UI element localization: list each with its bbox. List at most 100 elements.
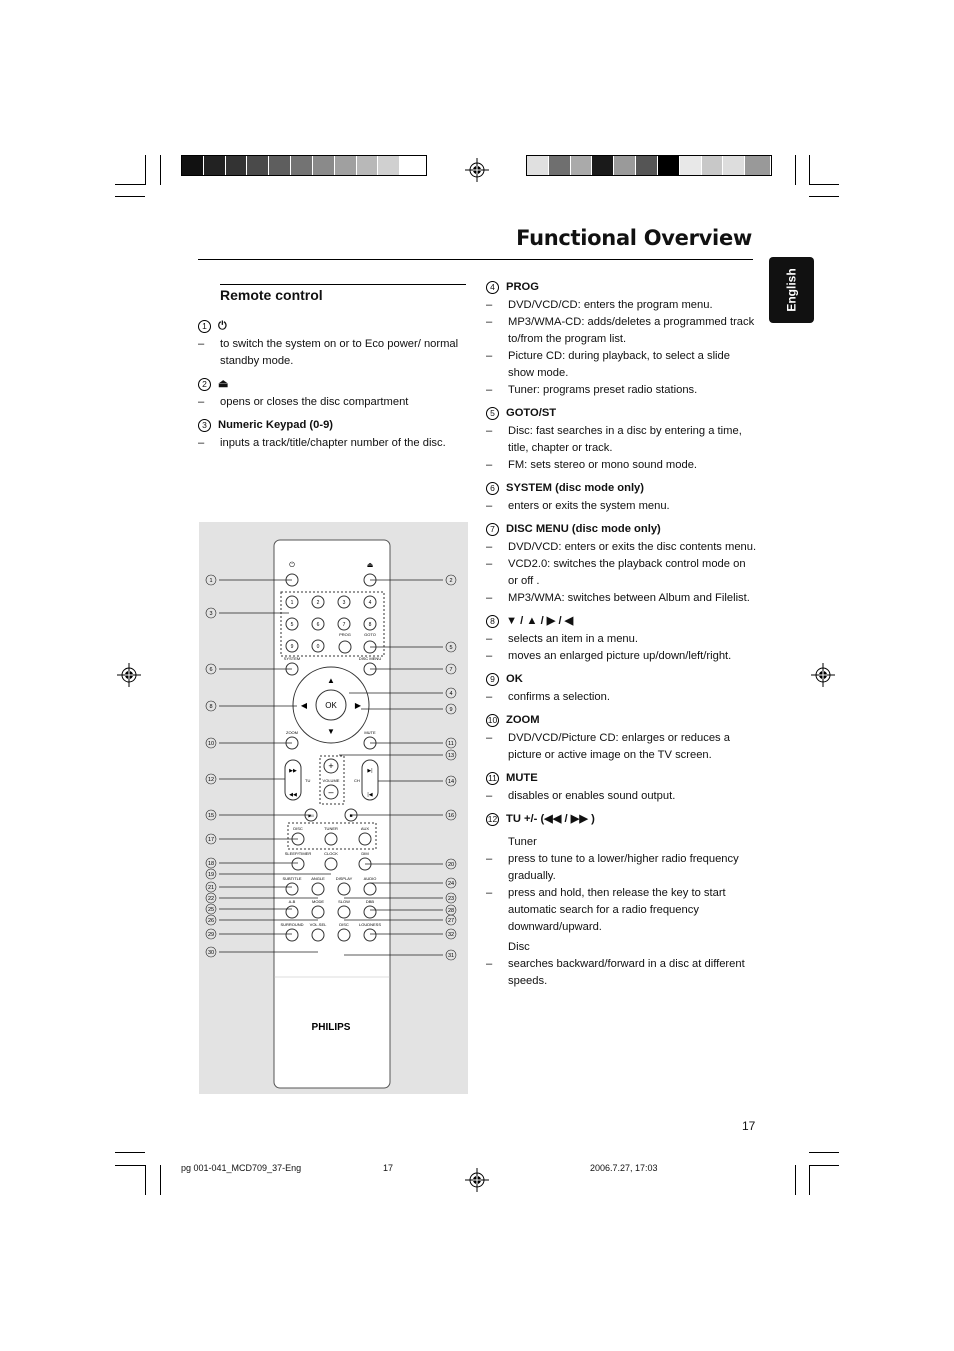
feature-description: –Tuner: programs preset radio stations.: [486, 384, 698, 396]
tuner-source-label: TUNER: [324, 826, 338, 831]
power-icon: ⏻: [289, 561, 295, 569]
callout-marker: [445, 858, 457, 870]
callout-number: 23: [448, 896, 454, 902]
callout-number: 1: [209, 578, 212, 584]
ch-rocker[interactable]: [361, 759, 379, 801]
digit-button[interactable]: [363, 595, 377, 609]
callout-marker: [205, 663, 217, 675]
digit-label: 5: [291, 622, 294, 628]
feature-heading: 8▼ / ▲ / ▶ / ◀: [486, 613, 758, 630]
feature-description: –searches backward/forward in a disc at …: [486, 958, 745, 987]
item-number-badge: 5: [486, 407, 499, 420]
feature-description: –MP3/WMA: switches between Album and Fil…: [486, 592, 750, 604]
tu-key-label: TU: [305, 778, 310, 783]
callout-number: 2: [449, 578, 452, 584]
eject-icon: ⏏: [367, 562, 374, 569]
digit-button[interactable]: [285, 617, 299, 631]
digit-label: 7: [343, 622, 346, 628]
callout-marker: [445, 641, 457, 653]
dbb-button[interactable]: [363, 905, 377, 919]
disc2-button[interactable]: [337, 928, 351, 942]
sleep-timer-button[interactable]: [291, 857, 305, 871]
feature-description: –Disc: fast searches in a disc by enteri…: [486, 425, 742, 454]
item-number-badge: 8: [486, 615, 499, 628]
subtitle-button[interactable]: [285, 882, 299, 896]
volume-down-button[interactable]: [323, 784, 339, 800]
aux-source-button[interactable]: [358, 832, 372, 846]
feature-description: –FM: sets stereo or mono sound mode.: [486, 459, 698, 471]
angle-button[interactable]: [311, 882, 325, 896]
mode-button[interactable]: [311, 905, 325, 919]
crop-mark: [809, 1165, 839, 1166]
callout-marker: [205, 809, 217, 821]
feature-description: –VCD2.0: switches the playback control m…: [486, 558, 746, 587]
footer-page: 17: [383, 1163, 394, 1173]
tuner-source-button[interactable]: [324, 832, 338, 846]
ab-button[interactable]: [285, 905, 299, 919]
display-button[interactable]: [337, 882, 351, 896]
vol-sel-button[interactable]: [311, 928, 325, 942]
crop-mark: [160, 1165, 161, 1195]
down-arrow-icon: ▼: [327, 727, 335, 736]
feature-item: 8▼ / ▲ / ▶ / ◀–selects an item in a menu…: [486, 613, 758, 665]
feature-label: PROG: [506, 281, 539, 293]
digit-label: 2: [317, 600, 320, 606]
callout-marker: [445, 877, 457, 889]
callout-marker: [205, 892, 217, 904]
ok-button[interactable]: [315, 689, 347, 721]
feature-description: –enters or exits the system menu.: [486, 500, 670, 512]
volume-up-button[interactable]: [323, 758, 339, 774]
tu-rocker[interactable]: [284, 759, 302, 801]
feature-label: ⏻: [218, 320, 227, 332]
loudness-button[interactable]: [363, 928, 377, 942]
angle-key-label: ANGLE: [311, 876, 325, 881]
volume-key-label: VOLUME: [323, 778, 340, 783]
callout-number: 19: [208, 872, 214, 878]
digit-button[interactable]: [285, 639, 299, 653]
crop-mark: [115, 1152, 145, 1153]
feature-label: SYSTEM (disc mode only): [506, 482, 644, 494]
digit-button[interactable]: [337, 595, 351, 609]
feature-description: –DVD/VCD/CD: enters the program menu.: [486, 299, 713, 311]
callout-marker: [445, 703, 457, 715]
callout-number: 6: [209, 667, 212, 673]
digit-button[interactable]: [311, 639, 325, 653]
callout-number: 11: [448, 741, 454, 747]
digit-button[interactable]: [363, 617, 377, 631]
callout-marker: [205, 914, 217, 926]
language-tab: English: [769, 257, 814, 323]
subsection-heading: Tuner: [508, 836, 537, 848]
callout-marker: [205, 857, 217, 869]
feature-label: GOTO/ST: [506, 407, 557, 419]
audio-button[interactable]: [363, 882, 377, 896]
previous-icon: |◀: [367, 792, 372, 798]
callout-number: 10: [208, 741, 214, 747]
digit-button[interactable]: [285, 595, 299, 609]
callout-marker: [445, 949, 457, 961]
prog-button[interactable]: [338, 640, 352, 654]
digit-button[interactable]: [311, 595, 325, 609]
callout-marker: [205, 881, 217, 893]
callout-number: 18: [208, 861, 214, 867]
feature-description: –to switch the system on or to Eco power…: [198, 338, 459, 367]
digit-button[interactable]: [337, 617, 351, 631]
slow-button[interactable]: [337, 905, 351, 919]
surround-button[interactable]: [285, 928, 299, 942]
clock-key-label: CLOCK: [324, 851, 338, 856]
digit-button[interactable]: [311, 617, 325, 631]
feature-item: 5 GOTO/ST –Disc: fast searches in a disc b…: [486, 405, 758, 474]
callout-number: 22: [208, 896, 214, 902]
crop-mark: [809, 155, 810, 185]
clock-button[interactable]: [324, 857, 338, 871]
rewind-icon: ◀◀: [289, 792, 297, 798]
feature-label: ZOOM: [506, 714, 540, 726]
section-title: Remote control: [220, 287, 323, 303]
feature-label: DISC MENU (disc mode only): [506, 523, 661, 535]
callout-number: 15: [208, 813, 214, 819]
